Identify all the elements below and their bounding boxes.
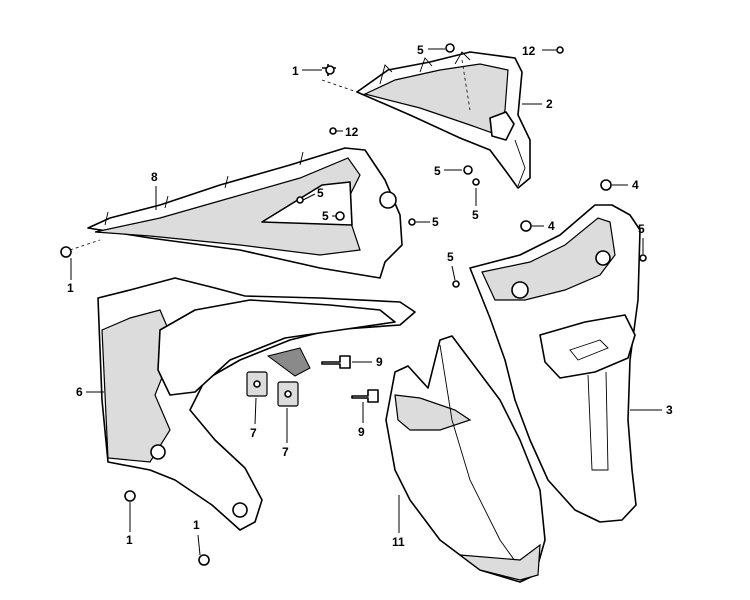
part-7-clips: [246, 371, 299, 407]
callout-11: 11: [392, 495, 405, 549]
callout-1-label-d: 1: [193, 518, 200, 532]
callout-11-label: 11: [392, 535, 405, 549]
callout-2-label: 2: [546, 97, 553, 111]
callout-2: 2: [522, 97, 553, 111]
callout-9-label-a: 9: [376, 355, 383, 369]
callout-5-label-h: 5: [447, 250, 454, 264]
callout-1-label-c: 1: [126, 533, 133, 547]
callout-4-label-a: 4: [632, 178, 639, 192]
callout-5-label-d: 5: [317, 186, 324, 200]
callout-3: 3: [630, 403, 673, 417]
callout-5-label-a: 5: [417, 43, 424, 57]
callout-9-label-b: 9: [358, 425, 365, 439]
callout-5-label-b: 5: [434, 164, 441, 178]
part-6-front-cover: [97, 277, 416, 531]
callout-4-label-b: 4: [548, 219, 555, 233]
part-8-side-panel: [69, 147, 403, 279]
part-9-bolts: [321, 355, 379, 403]
callout-12-label-b: 12: [345, 125, 359, 139]
callout-6-label: 6: [76, 385, 83, 399]
callout-7: 7 7: [250, 397, 289, 459]
callout-6: 6: [76, 385, 104, 399]
callout-7-label-b: 7: [282, 445, 289, 459]
callout-5-label-g: 5: [638, 222, 645, 236]
callout-12: 12 12: [336, 44, 556, 139]
callout-5-label-f: 5: [432, 215, 439, 229]
callout-9: 9 9: [352, 355, 383, 439]
callout-5-label-e: 5: [322, 209, 329, 223]
callout-8-label: 8: [151, 170, 158, 184]
callout-5: 5 5 5 5 5 5 5 5: [302, 43, 645, 281]
fastener-screws: [60, 43, 647, 566]
callout-1-label-b: 1: [67, 281, 74, 295]
callout-1: 1 1 1 1: [67, 64, 322, 556]
callout-3-label: 3: [666, 403, 673, 417]
callout-7-label-a: 7: [250, 426, 257, 440]
callout-1-label-a: 1: [292, 64, 299, 78]
part-11-lower-cover: [385, 335, 546, 583]
part-2-inner-panel: [321, 51, 531, 189]
part-3-rear-panel: [469, 204, 641, 523]
callout-8: 8: [151, 170, 158, 210]
callout-4: 4 4: [532, 178, 639, 233]
callout-5-label-c: 5: [472, 208, 479, 222]
callout-12-label-a: 12: [522, 44, 536, 58]
